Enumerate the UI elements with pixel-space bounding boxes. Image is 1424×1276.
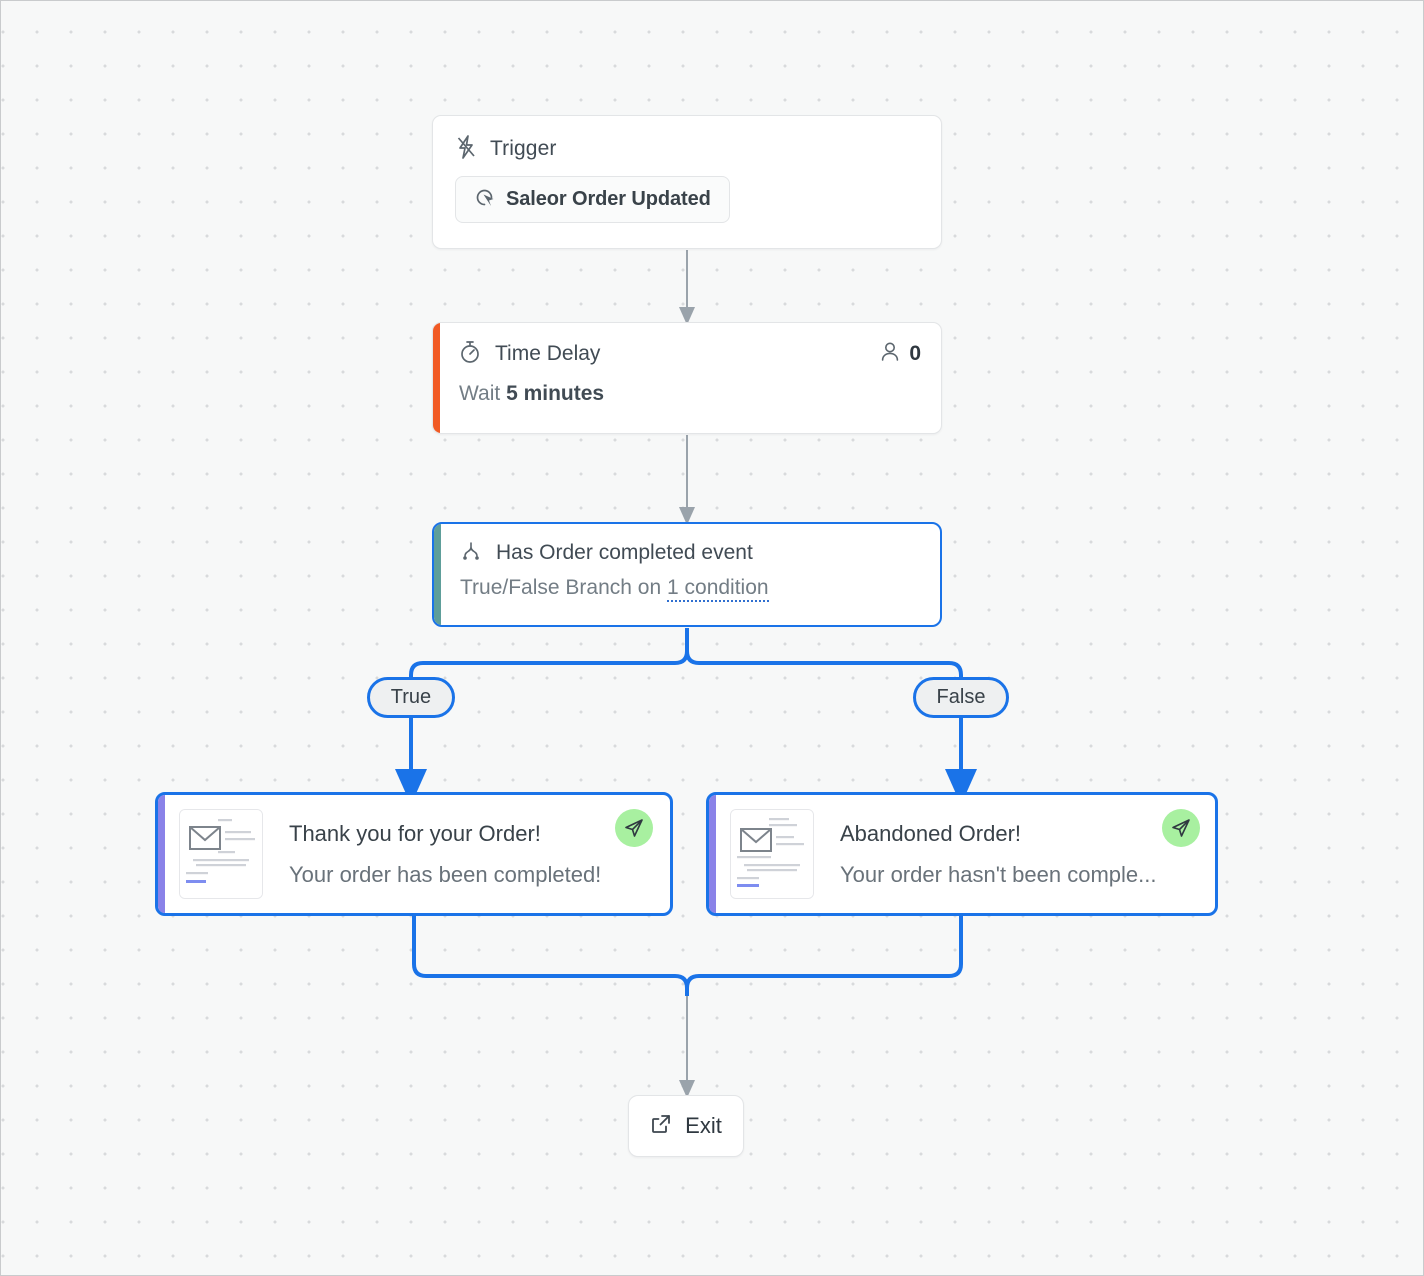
email-subject: Abandoned Order! — [840, 820, 1022, 846]
email-subject: Thank you for your Order! — [289, 820, 541, 846]
email-preview: Your order hasn't been comple... — [840, 861, 1157, 887]
time-delay-title: Time Delay — [495, 342, 601, 365]
send-paper-plane-icon — [615, 809, 653, 847]
branch-node[interactable]: Has Order completed event True/False Bra… — [432, 522, 942, 627]
trigger-source-label: Saleor Order Updated — [506, 188, 711, 210]
audience-count: 0 — [880, 341, 921, 367]
branch-label-true[interactable]: True — [367, 677, 455, 718]
exit-node[interactable]: Exit — [628, 1095, 744, 1157]
branch-label-false-text: False — [936, 686, 986, 708]
email-thumbnail-icon — [179, 809, 263, 899]
email-preview: Your order has been completed! — [289, 861, 602, 887]
edge-branch-to-true — [409, 650, 689, 677]
branch-label-false[interactable]: False — [913, 677, 1009, 718]
email-node-abandoned-order[interactable]: Abandoned Order! Your order hasn't been … — [706, 792, 1218, 916]
email-thumbnail-icon — [730, 809, 814, 899]
time-delay-node[interactable]: Time Delay 0 Wait 5 minutes — [432, 322, 942, 434]
branch-subtitle: True/False Branch on 1 condition — [460, 576, 920, 602]
lightning-bolt-icon — [455, 134, 477, 165]
delay-accent-bar — [433, 323, 440, 433]
audience-count-value: 0 — [909, 342, 921, 365]
email-accent-bar — [709, 795, 716, 913]
trigger-title: Trigger — [490, 137, 557, 160]
trigger-source-chip[interactable]: Saleor Order Updated — [455, 176, 730, 223]
stopwatch-icon — [459, 340, 481, 369]
trigger-node[interactable]: Trigger Saleor Order Updated — [432, 115, 942, 249]
exit-label: Exit — [685, 1113, 722, 1138]
wait-prefix: Wait — [459, 382, 501, 405]
edge-email-false-merge — [685, 916, 963, 996]
time-delay-header: Time Delay 0 — [459, 340, 921, 368]
branch-condition-link[interactable]: 1 condition — [667, 576, 769, 602]
send-paper-plane-icon — [1162, 809, 1200, 847]
edge-branch-to-false — [685, 650, 963, 677]
time-delay-subtitle: Wait 5 minutes — [459, 382, 921, 406]
branch-subtitle-prefix: True/False Branch on — [460, 576, 662, 599]
email-node-thank-you[interactable]: Thank you for your Order! Your order has… — [155, 792, 673, 916]
email-text-block: Thank you for your Order! Your order has… — [263, 821, 670, 888]
wait-value: 5 minutes — [506, 382, 605, 405]
branch-label-true-text: True — [390, 686, 432, 708]
branch-title: Has Order completed event — [496, 541, 753, 564]
email-accent-bar — [158, 795, 165, 913]
external-link-icon — [650, 1113, 672, 1140]
edge-email-true-merge — [412, 916, 689, 996]
person-icon — [880, 341, 900, 367]
email-text-block: Abandoned Order! Your order hasn't been … — [814, 821, 1215, 888]
trigger-header: Trigger — [455, 134, 919, 165]
branch-accent-bar — [434, 524, 441, 625]
cursor-click-icon — [474, 187, 495, 213]
branch-header: Has Order completed event — [460, 540, 920, 566]
branch-split-icon — [460, 540, 482, 567]
